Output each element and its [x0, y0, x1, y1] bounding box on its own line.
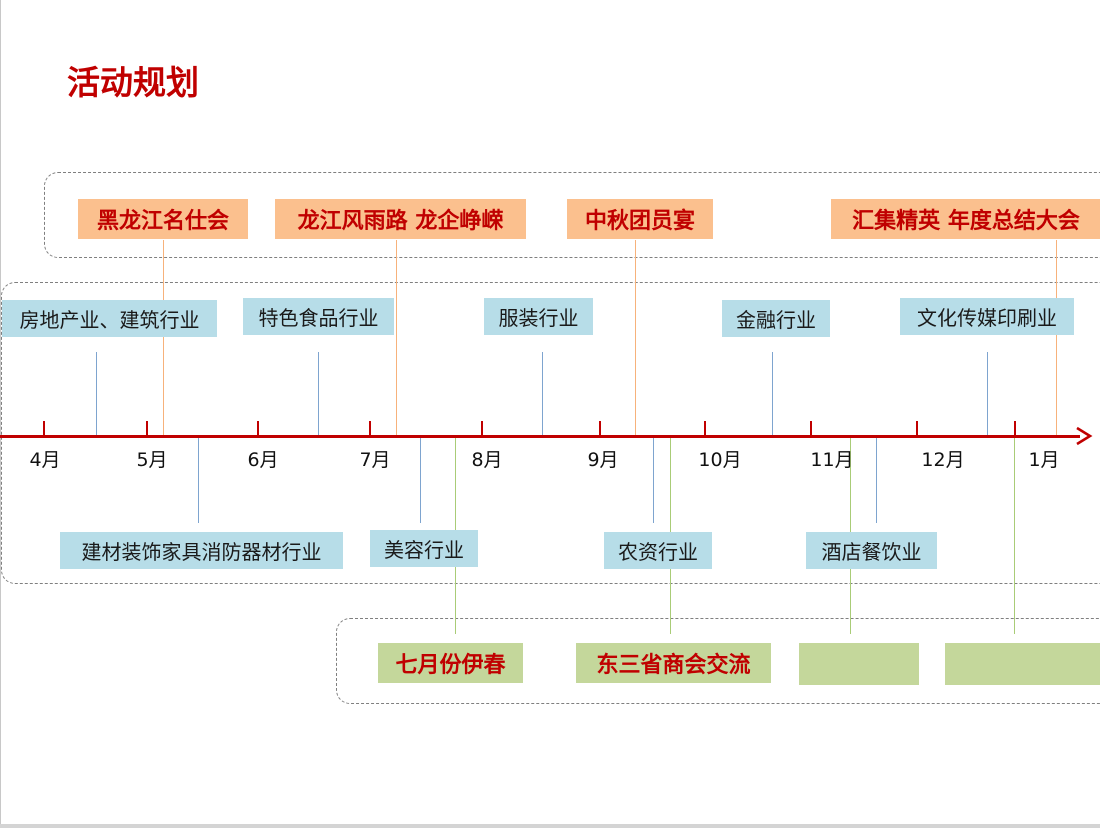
industry-connector: [653, 437, 655, 523]
regional-event-connector: [1014, 437, 1016, 634]
major-event-box: 黑龙江名仕会: [78, 199, 248, 239]
page-title: 活动规划: [67, 63, 199, 102]
industry-connector: [318, 352, 320, 436]
month-label: 9月: [587, 449, 619, 471]
major-event-connector: [163, 240, 165, 436]
industry-connector: [96, 352, 98, 436]
month-tick: [1014, 421, 1016, 436]
regional-events-group: [336, 618, 1100, 704]
arrow-right-icon: [1076, 426, 1093, 446]
month-label: 1月: [1028, 449, 1060, 471]
industry-box: 金融行业: [722, 300, 830, 337]
regional-event-box: [799, 643, 919, 685]
industry-box: 房地产业、建筑行业: [2, 300, 217, 337]
regional-event-box: 七月份伊春: [378, 643, 523, 683]
month-label: 6月: [247, 449, 279, 471]
month-label: 5月: [136, 449, 168, 471]
major-event-box: 汇集精英 年度总结大会: [831, 199, 1100, 239]
industry-timeline-group: [1, 282, 1100, 584]
month-tick: [257, 421, 259, 436]
regional-event-box: 东三省商会交流: [576, 643, 771, 683]
timeline-axis: [0, 435, 1080, 438]
regional-event-box: [945, 643, 1100, 685]
industry-connector: [198, 437, 200, 523]
industry-box: 服装行业: [484, 298, 593, 335]
month-label: 10月: [698, 449, 742, 471]
industry-box: 酒店餐饮业: [806, 532, 937, 569]
industry-box: 文化传媒印刷业: [900, 298, 1074, 335]
month-tick: [146, 421, 148, 436]
month-tick: [810, 421, 812, 436]
industry-connector: [772, 352, 774, 436]
major-event-box: 龙江风雨路 龙企峥嵘: [275, 199, 526, 239]
month-tick: [481, 421, 483, 436]
month-tick: [43, 421, 45, 436]
month-label: 4月: [29, 449, 61, 471]
industry-connector: [542, 352, 544, 436]
month-label: 11月: [810, 449, 854, 471]
industry-connector: [987, 352, 989, 436]
major-event-connector: [635, 240, 637, 436]
industry-connector: [876, 437, 878, 523]
page-border: [0, 0, 1, 828]
month-tick: [599, 421, 601, 436]
month-label: 12月: [921, 449, 965, 471]
industry-connector: [420, 437, 422, 523]
page-border: [0, 824, 1100, 828]
industry-box: 特色食品行业: [243, 298, 394, 335]
month-tick: [704, 421, 706, 436]
major-event-connector: [396, 240, 398, 436]
major-event-box: 中秋团员宴: [567, 199, 713, 239]
month-tick: [369, 421, 371, 436]
industry-box: 美容行业: [370, 530, 478, 567]
major-event-connector: [1056, 240, 1058, 436]
industry-box: 建材装饰家具消防器材行业: [60, 532, 343, 569]
month-tick: [916, 421, 918, 436]
month-label: 7月: [359, 449, 391, 471]
month-label: 8月: [471, 449, 503, 471]
industry-box: 农资行业: [604, 532, 712, 569]
major-events-group: [44, 172, 1100, 258]
